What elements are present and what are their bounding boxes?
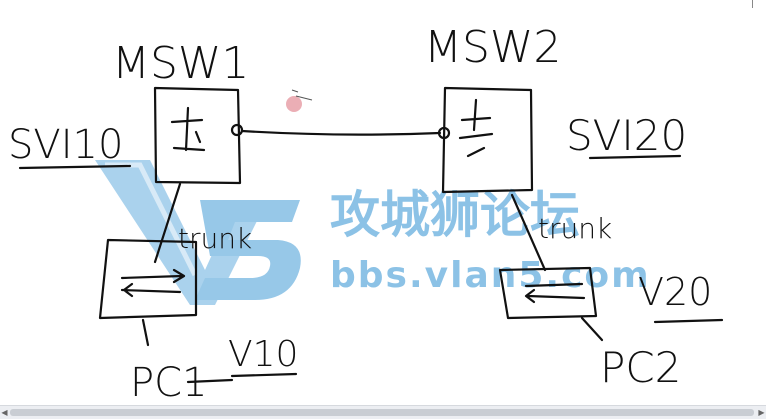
pc2-vlan-label: V20 xyxy=(638,270,712,314)
svi2-underline xyxy=(588,154,682,160)
trunk2-label: trunk xyxy=(538,212,612,245)
switch2-box xyxy=(437,86,534,194)
horizontal-scrollbar[interactable]: ◀ ▶ xyxy=(0,405,766,419)
trunk1-line xyxy=(153,182,182,264)
svi1-underline xyxy=(18,164,132,170)
switch-interconnect-link xyxy=(240,129,442,136)
pc1-underline xyxy=(186,378,234,384)
trunk2-line xyxy=(510,193,547,272)
switch2-label: MSW2 xyxy=(424,22,561,73)
access-switch2-box xyxy=(498,266,598,320)
window-edge-marker xyxy=(752,0,753,8)
pc2-link xyxy=(580,316,604,342)
pc1-vlan-underline xyxy=(230,372,298,378)
switch1-box xyxy=(153,86,244,185)
scrollbar-thumb[interactable] xyxy=(10,409,754,416)
pc1-vlan-label: V10 xyxy=(228,334,298,375)
svi2-label: SVI20 xyxy=(566,111,687,160)
trunk1-label: trunk xyxy=(178,222,252,255)
watermark-logo xyxy=(95,160,301,305)
mouse-pointer-indicator xyxy=(286,89,313,112)
svi1-label: SVI10 xyxy=(8,122,123,168)
pc2-label: PC2 xyxy=(600,343,681,392)
pc1-label: PC1 xyxy=(130,360,208,406)
watermark-url: bbs.vlan5.com xyxy=(330,255,651,296)
access-switch1-box xyxy=(98,238,198,320)
switch1-label: MSW1 xyxy=(112,38,249,89)
scroll-right-arrow-icon[interactable]: ▶ xyxy=(758,408,765,417)
watermark-title: 攻城狮论坛 xyxy=(330,186,580,244)
scroll-left-arrow-icon[interactable]: ◀ xyxy=(1,408,8,417)
pc1-link xyxy=(141,318,150,347)
pc2-vlan-underline xyxy=(653,318,724,324)
